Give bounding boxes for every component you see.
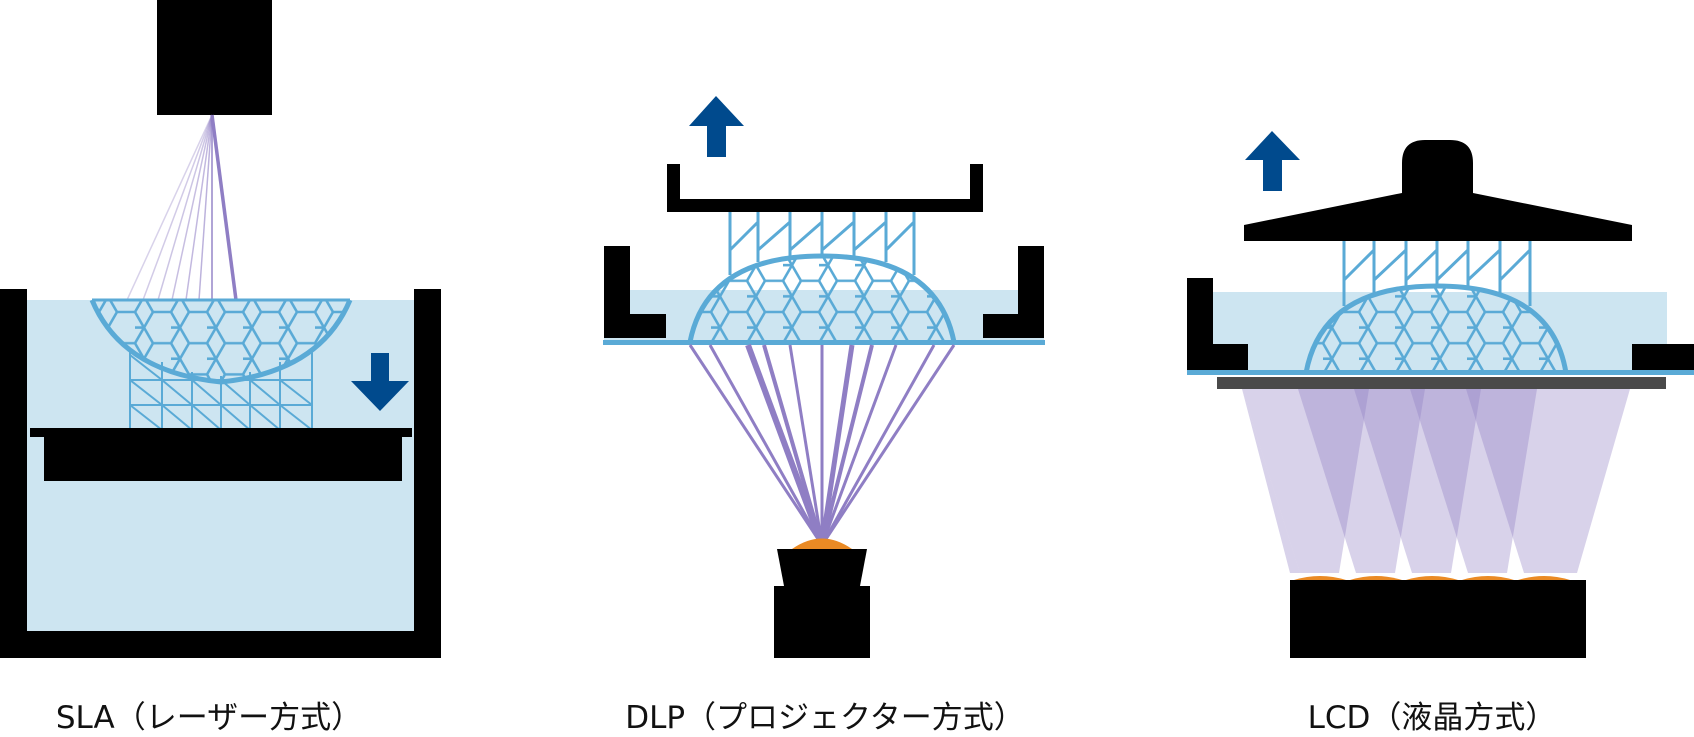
lcd-light-beams [1242, 389, 1630, 573]
caption-sla: SLA（レーザー方式） [55, 700, 363, 736]
lcd-vat-right-wall [1632, 344, 1694, 370]
dlp-projector-body [774, 586, 870, 658]
dlp-light-source [792, 538, 852, 549]
sla-laser-beams [126, 114, 238, 301]
sla-laser-unit [157, 0, 272, 115]
sla-tank-bottom [0, 631, 441, 658]
arrow-up-icon [689, 96, 744, 157]
dlp-model-dome [687, 253, 957, 343]
dlp-build-platform [667, 164, 983, 212]
lcd-supports [1342, 241, 1532, 306]
lcd-build-platform [1244, 140, 1632, 241]
lcd-panel [1217, 377, 1666, 389]
sla-tank-right-wall [414, 289, 441, 658]
caption-dlp: DLP（プロジェクター方式） [625, 700, 1025, 736]
dlp-diagram [603, 96, 1045, 658]
dlp-vat-right-wall [983, 246, 1044, 338]
dlp-light-rays [688, 343, 956, 547]
arrow-up-icon [1245, 131, 1300, 191]
dlp-projector-lens [777, 549, 867, 586]
sla-tank-left-wall [0, 289, 27, 658]
caption-lcd: LCD（液晶方式） [1307, 700, 1557, 736]
lcd-diagram [1187, 131, 1694, 658]
lcd-led-array [1294, 576, 1570, 580]
dlp-supports [728, 212, 916, 275]
dlp-vat-bottom [603, 340, 1045, 345]
lcd-vat-left-wall [1187, 278, 1248, 370]
sla-build-platform [44, 437, 402, 481]
sla-build-plate [30, 428, 412, 437]
sla-diagram [0, 0, 441, 658]
dlp-vat-left-wall [604, 246, 666, 338]
arrow-down-icon [351, 353, 409, 411]
lcd-light-unit [1290, 580, 1586, 658]
